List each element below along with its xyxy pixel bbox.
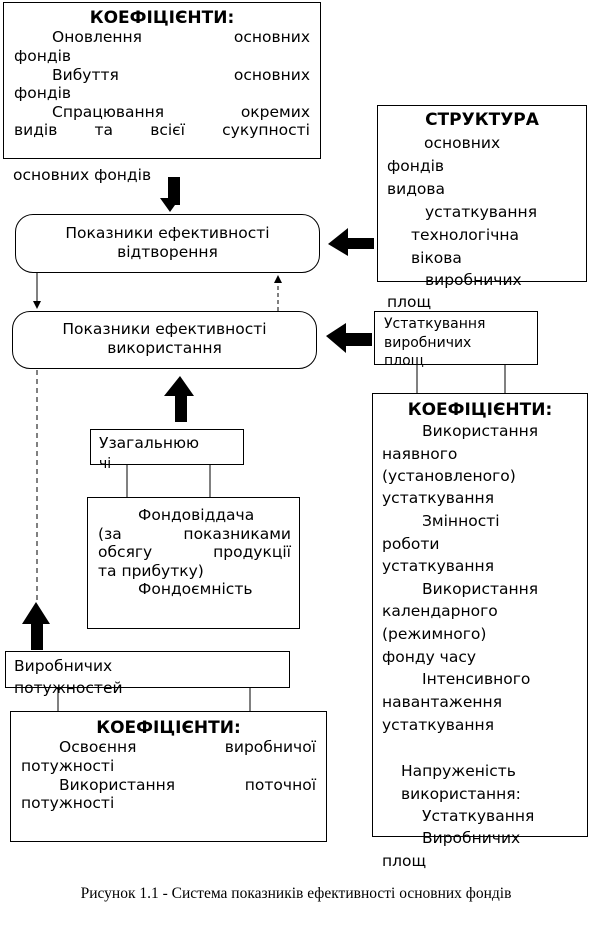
coef-right-load: навантаження (382, 693, 503, 711)
usage-line2: використання (107, 338, 222, 357)
coef-right-time-fund: фонду часу (382, 648, 477, 666)
usage-box: Показники ефективності використання (12, 311, 317, 369)
coef-capacity-mastery: Освоєння виробничої (59, 738, 316, 757)
coef-right-equipment: устаткування (382, 489, 495, 507)
fondo-return: Фондовіддача (138, 506, 255, 524)
structure-line-areas: площ (387, 293, 432, 311)
coef-top-item-renewal-cont: фондів (14, 46, 72, 65)
structure-line-funds: фондів (387, 157, 445, 175)
coef-right-work: роботи (382, 535, 440, 553)
coef-top-title: КОЕФІЦІЄНТИ: (89, 8, 235, 28)
structure-line-fixed: основних (424, 134, 501, 152)
coef-top-item-wear-end: основних фондів (13, 166, 152, 184)
coef-right-equipment2: устаткування (382, 557, 495, 575)
coef-right-production: Виробничих (422, 829, 521, 847)
coef-top-item-wear-cont: видів та всієї сукупності (14, 121, 310, 140)
coef-capacity-box: КОЕФІЦІЄНТИ: Освоєння виробничої потужно… (10, 711, 327, 842)
structure-line-age: вікова (411, 249, 462, 267)
general-label-cont: чі (99, 456, 112, 472)
coef-right-usage: Використання (422, 422, 539, 440)
coef-right-regime: (режимного) (382, 625, 487, 643)
equipment-line2: виробничих (384, 335, 472, 351)
thick-arrow-equipment-left (326, 323, 372, 353)
thick-arrow-top-down (160, 177, 180, 212)
reproduction-line1: Показники ефективності (65, 224, 270, 242)
equipment-line3: площ (384, 353, 424, 369)
coef-top-item-retirement-cont: фондів (14, 84, 72, 103)
arrowhead-down (33, 301, 41, 309)
coef-right-intensive: Інтенсивного (422, 670, 531, 688)
coef-capacity-mastery-cont: потужності (21, 756, 115, 775)
coef-capacity-title: КОЕФІЦІЄНТИ: (96, 718, 241, 738)
coef-top-box: КОЕФІЦІЄНТИ: Оновлення основних фондів В… (3, 2, 321, 159)
structure-line-equipment: устаткування (425, 203, 538, 221)
coef-right-calendar: календарного (382, 602, 498, 620)
coef-right-usage2: Використання (422, 580, 539, 598)
equipment-box (374, 311, 538, 365)
coef-right-title: КОЕФІЦІЄНТИ: (407, 400, 553, 420)
figure-caption: Рисунок 1.1 - Система показників ефектив… (80, 885, 512, 902)
fondo-return-detail2: обсягу продукції (98, 543, 291, 562)
structure-title: СТРУКТУРА (425, 110, 539, 130)
usage-line1: Показники ефективності (62, 320, 267, 338)
capacity-box (5, 651, 290, 688)
structure-box: СТРУКТУРА (377, 105, 587, 282)
coef-right-equipment3: устаткування (382, 716, 495, 734)
coef-top-item-wear: Спрацювання окремих (52, 102, 310, 121)
coef-capacity-current-cont: потужності (21, 794, 115, 813)
coef-right-available: наявного (382, 445, 458, 463)
fondo-return-detail3: та прибутку) (98, 561, 204, 580)
thick-arrow-capacity-up (22, 602, 50, 650)
equipment-line1: Устаткування (384, 316, 486, 332)
thick-arrow-structure-left (328, 228, 374, 256)
coef-right-installed: (установленого) (382, 467, 516, 485)
general-label: Узагальнюю (99, 434, 200, 452)
coef-top-item-retirement: Вибуття основних (52, 65, 310, 84)
coef-right-box: КОЕФІЦІЄНТИ: (372, 393, 588, 837)
fondo-return-detail1: (за показниками (98, 524, 291, 543)
capacity-label-cont: потужностей (14, 679, 123, 697)
reproduction-line2: відтворення (117, 242, 218, 261)
general-box (90, 429, 244, 465)
arrowhead-up (274, 275, 282, 283)
fondo-capital-intensity: Фондоємність (138, 580, 253, 599)
structure-line-production: виробничих (425, 271, 522, 289)
coef-right-shift: Змінності (422, 512, 500, 530)
coef-right-intensity-usage: використання: (401, 785, 521, 803)
reproduction-box: Показники ефективності відтворення (15, 214, 320, 273)
structure-line-technological: технологічна (411, 226, 519, 244)
structure-line-species: видова (387, 180, 446, 198)
coef-right-intensity: Напруженість (401, 762, 516, 780)
coef-top-item-renewal: Оновлення основних (52, 28, 310, 47)
fondo-box: Фондовіддача (за показниками обсягу прод… (87, 497, 300, 629)
coef-right-equipment4: Устаткування (422, 807, 535, 825)
coef-right-areas: площ (382, 852, 427, 870)
capacity-label: Виробничих (14, 657, 113, 675)
coef-capacity-current: Використання поточної (59, 775, 316, 794)
thick-arrow-general-up (164, 376, 194, 422)
